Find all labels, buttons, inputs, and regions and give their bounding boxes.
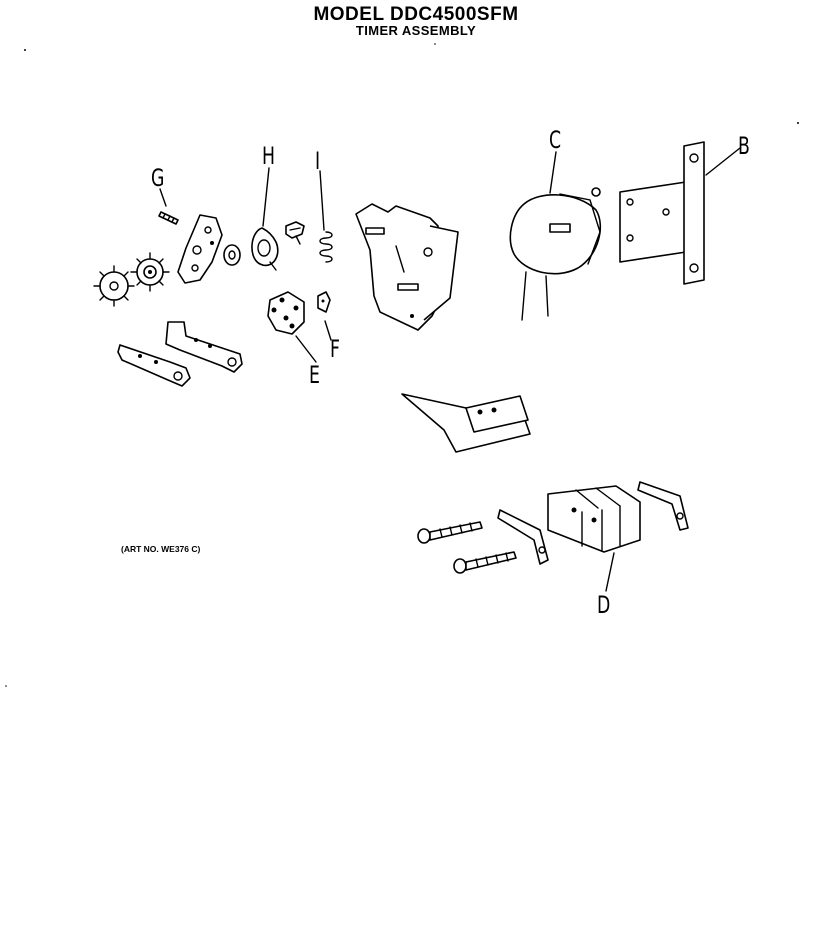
mounting-bracket-b — [619, 141, 705, 285]
part-label-i: I — [315, 147, 321, 175]
part-label-e: E — [309, 361, 320, 389]
spring-clip-h — [251, 227, 279, 271]
assembly-subtitle: TIMER ASSEMBLY — [355, 23, 477, 38]
gear-large — [93, 265, 135, 307]
timer-frame-bracket — [355, 203, 459, 331]
pin-part-g — [158, 211, 179, 225]
part-label-f: F — [330, 335, 340, 363]
small-screw — [285, 221, 305, 245]
long-screw-lower — [453, 551, 517, 574]
clip-part-f — [317, 291, 331, 313]
cam-lever-left — [117, 344, 191, 387]
contact-disk-e — [267, 291, 305, 335]
gear-medium — [130, 252, 170, 292]
timer-motor-c — [509, 187, 602, 321]
part-label-g: G — [151, 164, 165, 192]
washer — [223, 244, 241, 266]
coil-spring-i — [319, 231, 333, 263]
part-label-d: D — [597, 591, 611, 619]
part-label-c: C — [549, 126, 562, 154]
cam-plate — [177, 214, 223, 284]
part-label-h: H — [262, 142, 275, 170]
part-label-b: B — [738, 132, 750, 160]
terminal-plate — [401, 393, 531, 453]
scan-specks — [5, 43, 799, 687]
leader-lines — [159, 147, 741, 592]
cam-lever-right — [165, 321, 243, 373]
model-title: MODEL DDC4500SFM — [313, 4, 519, 25]
mounting-clip-left — [497, 509, 549, 565]
art-number: (ART NO. WE376 C) — [121, 544, 201, 554]
switch-block-d — [547, 485, 641, 553]
long-screw-upper — [417, 521, 483, 544]
mounting-clip-right — [637, 481, 689, 531]
